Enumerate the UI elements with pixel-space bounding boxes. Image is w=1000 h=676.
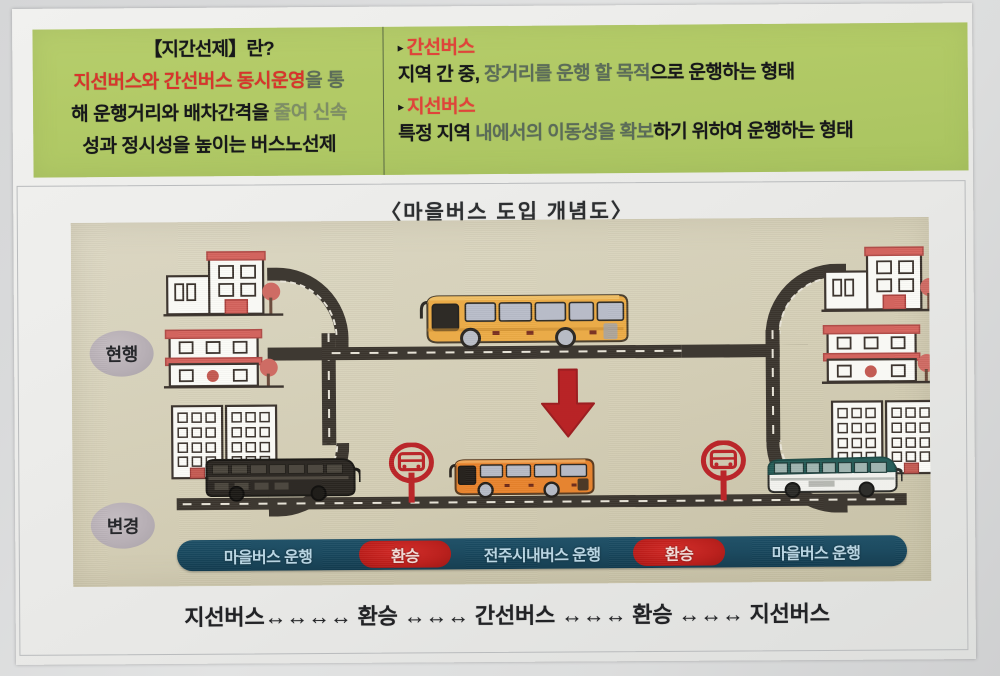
bus-stop-sign-left bbox=[388, 442, 434, 504]
road-horizontal-main-right bbox=[681, 344, 730, 358]
definition-header: 【지간선제】란? 지선버스와 간선버스 동시운영을 통 해 운행거리와 배차간격… bbox=[32, 22, 969, 178]
building-right-2 bbox=[821, 323, 932, 392]
definition-title: 【지간선제】란? bbox=[143, 38, 274, 61]
route-flow-caption: 지선버스↔↔↔↔ 환승 ↔↔↔ 간선버스 ↔↔↔ 환승 ↔↔↔ 지선버스 bbox=[184, 601, 830, 630]
vehicle-jeonju-city-bus bbox=[447, 453, 597, 500]
desc-trunk-bus: 지역 간 중, 장거리를 운행 할 목적으로 운행하는 형태 bbox=[398, 55, 960, 91]
vehicle-intercity-bus bbox=[413, 287, 633, 353]
definition-line-1-red: 지선버스와 간선버스 동시운영 bbox=[73, 70, 306, 94]
definition-line-2-tail: 줄여 신속 bbox=[273, 102, 348, 124]
vehicle-village-bus-left bbox=[200, 451, 361, 502]
route-banner: 마을버스 운행 환승 전주시내버스 운행 환승 마을버스 운행 bbox=[176, 535, 908, 572]
route-segment-village-right: 마을버스 운행 bbox=[771, 544, 861, 563]
building-right-1 bbox=[821, 245, 932, 320]
definition-line-1-tail: 을 통 bbox=[305, 70, 345, 92]
transfer-badge-left: 환승 bbox=[358, 540, 452, 568]
transition-arrow-icon bbox=[538, 367, 599, 439]
road-curve-left-top-dash bbox=[280, 280, 338, 338]
desc-trunk-bus-p3: 으로 운행하는 형태 bbox=[649, 61, 795, 84]
building-right-3 bbox=[828, 395, 932, 478]
bullet-arrow-icon: ▸ bbox=[397, 40, 404, 55]
definition-line-2: 해 운행거리와 배차간격을 줄여 신속 bbox=[43, 97, 375, 132]
definition-right-panel: ▸ 간선버스 지역 간 중, 장거리를 운행 할 목적으로 운행하는 형태 ▸ … bbox=[383, 22, 968, 175]
bullet-arrow-icon-2: ▸ bbox=[397, 99, 405, 114]
badge-current-mode: 현행 bbox=[89, 330, 154, 377]
concept-diagram: 현행 변경 bbox=[70, 217, 932, 587]
definition-line-1: 지선버스와 간선버스 동시운영을 통 bbox=[43, 65, 375, 100]
term-trunk-bus: 간선버스 bbox=[406, 37, 475, 59]
desc-branch-bus-p1: 특정 지역 bbox=[398, 123, 476, 145]
route-segment-village-left: 마을버스 운행 bbox=[223, 548, 313, 567]
definition-left-panel: 【지간선제】란? 지선버스와 간선버스 동시운영을 통 해 운행거리와 배차간격… bbox=[32, 26, 385, 178]
route-segment-city: 전주시내버스 운행 bbox=[483, 546, 601, 565]
desc-branch-bus-p3: 하기 위하여 운행하는 형태 bbox=[653, 120, 854, 143]
bus-stop-sign-right bbox=[700, 439, 746, 502]
desc-branch-bus-p2: 내에서의 이동성을 확보 bbox=[475, 121, 654, 145]
term-branch-bus: 지선버스 bbox=[407, 96, 476, 118]
desc-trunk-bus-p1: 지역 간 중, bbox=[397, 64, 485, 86]
desc-branch-bus: 특정 지역 내에서의 이동성을 확보하기 위하여 운행하는 형태 bbox=[398, 114, 960, 150]
transfer-badge-right: 환승 bbox=[632, 538, 726, 567]
building-left-1 bbox=[163, 250, 284, 325]
definition-line-2-head: 해 운행거리와 배차간격을 bbox=[71, 102, 274, 126]
vehicle-village-bus-right bbox=[762, 447, 903, 498]
definition-line-3: 성과 정시성을 높이는 버스노선제 bbox=[82, 134, 337, 158]
desc-trunk-bus-p2: 장거리를 운행 할 목적 bbox=[483, 62, 651, 86]
badge-changed-mode: 변경 bbox=[90, 502, 156, 549]
building-left-2 bbox=[163, 328, 284, 397]
